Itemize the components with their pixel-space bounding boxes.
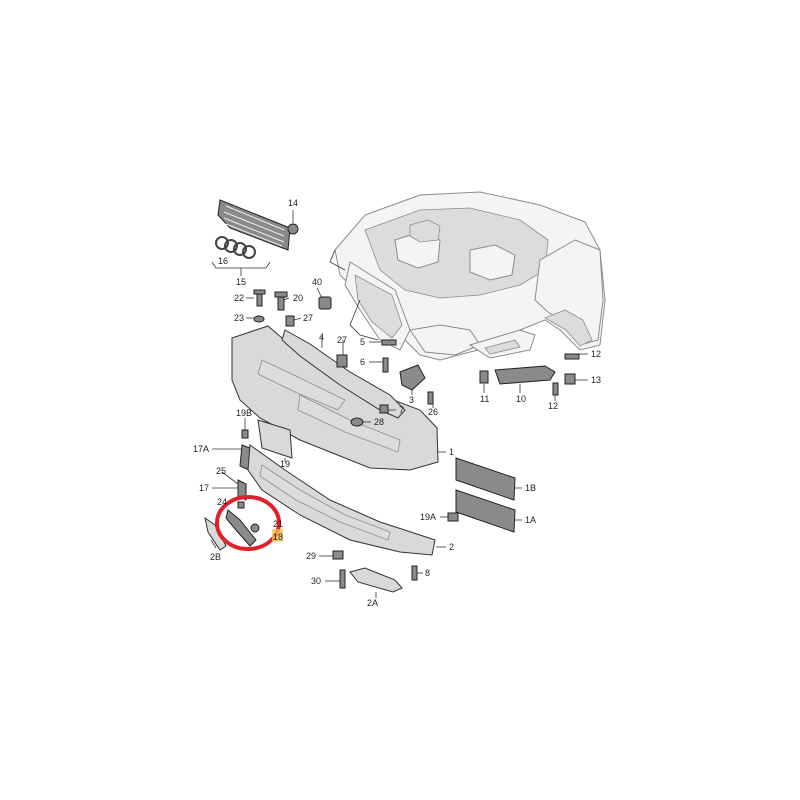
trim-2A xyxy=(349,567,403,593)
callout-17A: 17A xyxy=(193,444,209,454)
callout-5: 5 xyxy=(360,337,365,347)
callout-22: 22 xyxy=(234,293,244,303)
callout-labels: 14 16 15 40 22 20 23 27 4 27 5 6 12 13 1… xyxy=(193,198,601,608)
label-18-highlight-box xyxy=(272,529,283,542)
callout-1B: 1B xyxy=(525,483,536,493)
bracket-27-mid xyxy=(336,354,348,368)
fastener-23 xyxy=(253,315,265,323)
callout-27-top: 27 xyxy=(303,313,313,323)
callout-18: 18 xyxy=(273,532,283,542)
bracket-3 xyxy=(399,364,426,391)
clip-40 xyxy=(318,296,332,310)
callout-6: 6 xyxy=(360,357,365,367)
callout-19B: 19B xyxy=(236,408,252,418)
bolt-30 xyxy=(339,569,346,589)
bolt-26 xyxy=(427,391,434,405)
callout-2A: 2A xyxy=(367,598,378,608)
bolt-5 xyxy=(381,339,397,346)
clip-8 xyxy=(411,565,418,581)
leader-lines xyxy=(210,210,588,598)
callout-19: 19 xyxy=(280,459,290,469)
screw-19B xyxy=(241,429,249,439)
clip-19A xyxy=(447,512,459,522)
callout-40: 40 xyxy=(312,277,322,287)
bracket-10 xyxy=(494,365,556,385)
callout-8: 8 xyxy=(425,568,430,578)
lower-spoiler-2 xyxy=(247,444,436,556)
callout-17: 17 xyxy=(199,483,209,493)
callout-27-mid: 27 xyxy=(337,335,347,345)
callout-12-bottom: 12 xyxy=(548,401,558,411)
callout-28: 28 xyxy=(374,417,384,427)
clip-13 xyxy=(564,373,576,385)
callout-24: 24 xyxy=(217,497,227,507)
radiator-grille xyxy=(217,199,291,251)
callout-21: 21 xyxy=(273,519,283,529)
callout-3: 3 xyxy=(409,395,414,405)
nut-7 xyxy=(379,404,389,414)
callout-4: 4 xyxy=(319,332,324,342)
cover-plate-1B xyxy=(455,457,516,501)
bracket-17-25 xyxy=(237,479,247,501)
callout-30: 30 xyxy=(311,576,321,586)
callout-25: 25 xyxy=(216,466,226,476)
callout-15: 15 xyxy=(236,277,246,287)
bolt-6 xyxy=(382,357,389,373)
clip-11 xyxy=(479,370,489,384)
clip-27-top xyxy=(285,315,295,327)
nut-28 xyxy=(350,417,364,427)
callout-16: 16 xyxy=(218,256,228,266)
leader-15-bracket xyxy=(211,261,271,276)
fastener-20 xyxy=(274,291,288,311)
callout-26: 26 xyxy=(428,407,438,417)
callout-12-top: 12 xyxy=(591,349,601,359)
car-front-body xyxy=(329,191,606,361)
cover-plate-1A xyxy=(455,489,516,533)
callout-1A: 1A xyxy=(525,515,536,525)
callout-14: 14 xyxy=(288,198,298,208)
clip-24 xyxy=(237,501,245,509)
callout-23: 23 xyxy=(234,313,244,323)
bolt-12-bottom xyxy=(552,382,559,396)
callout-13: 13 xyxy=(591,375,601,385)
callout-10: 10 xyxy=(516,394,526,404)
callout-7: 7 xyxy=(399,405,404,415)
bolt-12-top xyxy=(564,353,580,360)
callout-1: 1 xyxy=(449,447,454,457)
trim-2B xyxy=(204,516,227,551)
callout-11: 11 xyxy=(480,394,489,404)
clip-21 xyxy=(250,523,260,533)
trim-18 xyxy=(225,509,257,547)
highlight-circle xyxy=(215,495,281,551)
grille-clip-14 xyxy=(287,223,299,235)
nut-29 xyxy=(332,550,344,560)
callout-20: 20 xyxy=(293,293,303,303)
fastener-22 xyxy=(253,289,266,307)
callout-19A: 19A xyxy=(420,512,436,522)
plate-19 xyxy=(257,419,293,459)
callout-2: 2 xyxy=(449,542,454,552)
callout-29: 29 xyxy=(306,551,316,561)
audi-rings-emblem xyxy=(215,236,256,259)
callout-2B: 2B xyxy=(210,552,221,562)
